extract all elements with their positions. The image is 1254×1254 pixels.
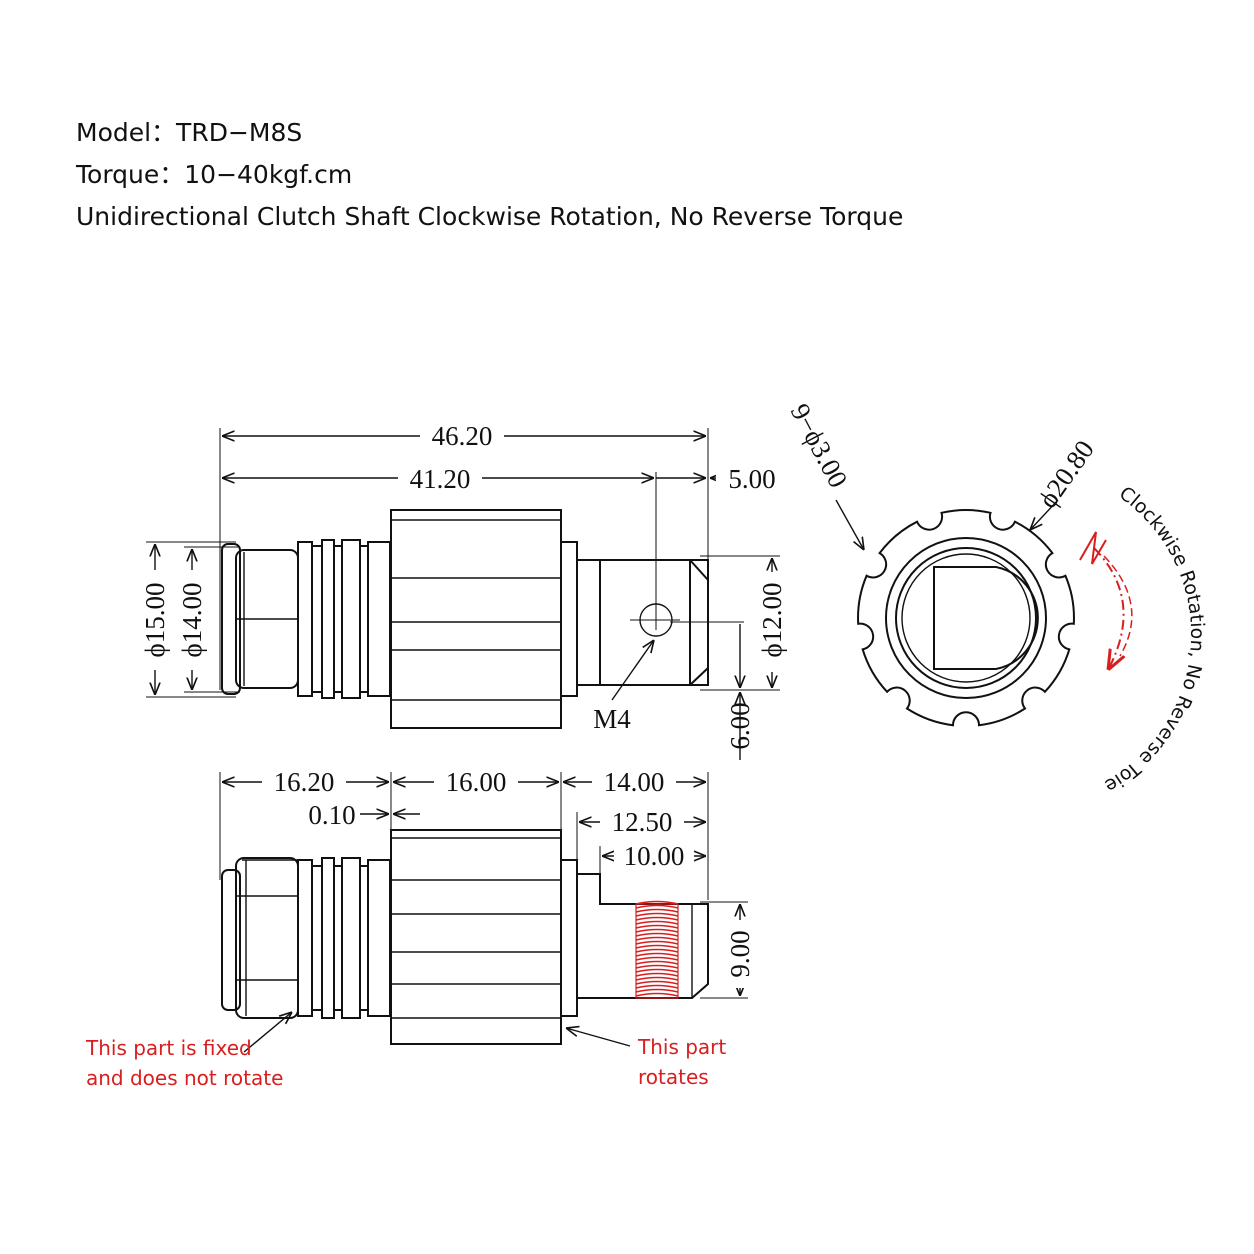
dim-hole-spec: 9−ϕ3.00 bbox=[785, 399, 854, 493]
top-side-view: 46.20 41.20 5.00 ϕ15.00 ϕ14.00 ϕ12.00 6.… bbox=[140, 420, 787, 760]
knurl-line bbox=[635, 912, 679, 917]
knurl-line bbox=[635, 964, 679, 969]
knurl-outline bbox=[635, 903, 679, 999]
dim-overall-length: 46.20 bbox=[432, 421, 493, 451]
dim-shaft-dia: ϕ12.00 bbox=[757, 583, 787, 658]
dim-knurl-height: 9.00 bbox=[725, 930, 755, 977]
fixed-note-line1: This part is fixed bbox=[85, 1036, 252, 1060]
knurl-line bbox=[635, 988, 679, 993]
knurl-line bbox=[635, 928, 679, 933]
knurl-line bbox=[635, 992, 679, 997]
knurl-line bbox=[635, 980, 679, 985]
bottom-side-view: 16.20 16.00 14.00 0.10 12.50 10.00 9.00 … bbox=[85, 767, 755, 1090]
knurl-line bbox=[635, 904, 679, 909]
dim-shaft-len2: 12.50 bbox=[612, 807, 673, 837]
knurl-line bbox=[635, 944, 679, 949]
dim-flat-offset: 6.00 bbox=[725, 702, 755, 749]
dim-rotor-len: 16.00 bbox=[446, 767, 507, 797]
dim-gap: 0.10 bbox=[308, 800, 355, 830]
knurl-line bbox=[635, 916, 679, 921]
rotates-note-line2: rotates bbox=[638, 1065, 709, 1089]
dim-shaft-end: 5.00 bbox=[728, 464, 775, 494]
knurl-line bbox=[635, 948, 679, 953]
knurl-line bbox=[635, 900, 679, 905]
knurl-pattern bbox=[635, 900, 679, 999]
rotation-note: Clockwise Rotation, No Reverse Toie bbox=[1101, 482, 1208, 797]
torque-label: Torque：10−40kgf.cm bbox=[76, 160, 353, 189]
knurl-line bbox=[635, 976, 679, 981]
knurl-line bbox=[635, 960, 679, 965]
knurl-line bbox=[635, 956, 679, 961]
knurl-line bbox=[635, 908, 679, 913]
model-label: Model：TRD−M8S bbox=[76, 118, 303, 147]
dim-shaft-len: 14.00 bbox=[604, 767, 665, 797]
fixed-note-line2: and does not rotate bbox=[86, 1066, 283, 1090]
rotates-note-line1: This part bbox=[637, 1035, 726, 1059]
knurl-line bbox=[635, 952, 679, 957]
knurl-line bbox=[635, 936, 679, 941]
description-label: Unidirectional Clutch Shaft Clockwise Ro… bbox=[76, 202, 904, 231]
dim-body-length: 41.20 bbox=[410, 464, 471, 494]
dim-thread: M4 bbox=[593, 704, 631, 734]
knurl-line bbox=[635, 932, 679, 937]
knurl-line bbox=[635, 984, 679, 989]
spec-header: Model：TRD−M8S Torque：10−40kgf.cm Unidire… bbox=[76, 112, 903, 238]
knurl-line bbox=[635, 920, 679, 925]
dim-inner-dia: ϕ14.00 bbox=[177, 583, 207, 658]
knurl-line bbox=[635, 972, 679, 977]
end-view: 9−ϕ3.00 ϕ20.80 Clockwise Rotation, No Re… bbox=[785, 399, 1208, 797]
knurl-line bbox=[635, 940, 679, 945]
dim-fixed-len: 16.20 bbox=[274, 767, 335, 797]
dim-outer-dia: ϕ15.00 bbox=[140, 583, 170, 658]
knurl-line bbox=[635, 968, 679, 973]
dim-knurl-len: 10.00 bbox=[624, 841, 685, 871]
knurl-line bbox=[635, 924, 679, 929]
dim-gear-dia: ϕ20.80 bbox=[1032, 435, 1100, 514]
